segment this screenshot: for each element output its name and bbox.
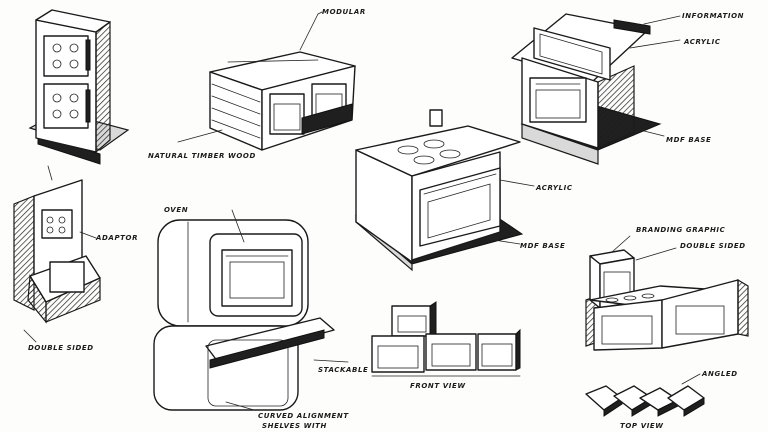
sketch-adaptor-unit (13, 179, 101, 343)
sketch-front-view (371, 301, 521, 377)
label-mdf-base-mid: MDF BASE (520, 242, 565, 250)
label-double-sided-left: DOUBLE SIDED (28, 344, 94, 352)
label-modular: MODULAR (322, 8, 366, 16)
label-information: INFORMATION (682, 12, 744, 20)
label-top-view: TOP VIEW (620, 422, 664, 430)
label-acrylic-mid: ACRYLIC (535, 184, 573, 192)
sketch-curved-oven (153, 209, 349, 411)
label-angled: ANGLED (701, 370, 738, 378)
label-oven: OVEN (164, 206, 188, 214)
sketch-info-kiosk (511, 13, 681, 165)
label-curved-drawer-2: SHELVES WITH (262, 422, 327, 430)
label-stackable: STACKABLE (318, 366, 368, 374)
sketch-angled-top-view (585, 373, 705, 417)
sketch-tall-tower (28, 9, 130, 181)
label-mdf-base-top: MDF BASE (666, 136, 711, 144)
label-curved-drawer-1: CURVED ALIGNMENT (258, 412, 349, 420)
sketch-branded-counter (585, 235, 749, 351)
label-acrylic-top: ACRYLIC (683, 38, 721, 46)
sketch-cooktop-station (354, 109, 535, 272)
sketch-modular-timber (177, 11, 356, 151)
label-natural-timber: NATURAL TIMBER WOOD (148, 152, 256, 160)
label-branding-graphic: BRANDING GRAPHIC (636, 226, 726, 234)
label-front-view: FRONT VIEW (410, 382, 466, 390)
label-adaptor: ADAPTOR (95, 234, 138, 242)
label-double-sided-right: DOUBLE SIDED (680, 242, 746, 250)
